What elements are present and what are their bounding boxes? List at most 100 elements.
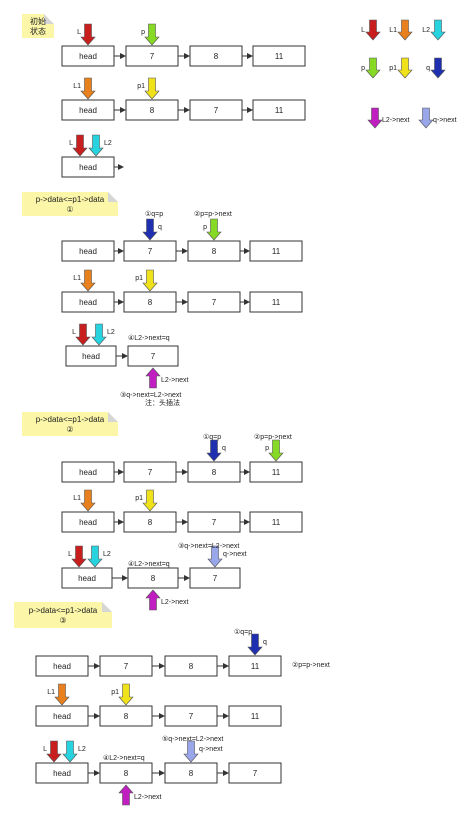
list-node-value: 8 xyxy=(148,298,153,307)
pointer-L2-arrow xyxy=(62,740,78,763)
list-node-value: 8 xyxy=(212,247,217,256)
legend-L2-next-arrow xyxy=(367,107,383,129)
list-node-value: 8 xyxy=(124,712,129,721)
step-annotation: ②p=p->next xyxy=(292,662,330,669)
pointer-label: L2->next xyxy=(134,794,161,801)
pointer-label: L2->next xyxy=(161,377,188,384)
note-text: p->data<=p1->data xyxy=(36,195,105,204)
step-annotation: 注：头插法 xyxy=(145,398,180,407)
node-link-head xyxy=(120,53,126,59)
pointer-p-arrow xyxy=(206,218,222,241)
node-link-head xyxy=(159,770,165,776)
node-link-head xyxy=(122,575,128,581)
node-link-head xyxy=(244,299,250,305)
legend-q-arrow xyxy=(430,57,446,79)
note-text: ② xyxy=(66,425,73,434)
list-node-value: 11 xyxy=(275,106,284,115)
list-node-value: 7 xyxy=(148,247,153,256)
list-node-value: head xyxy=(79,52,97,61)
list-node-value: 8 xyxy=(214,52,219,61)
list-node-value: 11 xyxy=(251,662,260,671)
list-node-value: 7 xyxy=(253,769,258,778)
node-link-head xyxy=(184,575,190,581)
node-link-head xyxy=(247,107,253,113)
node-link-head xyxy=(184,107,190,113)
pointer-q-arrow xyxy=(142,218,158,241)
pointer-label: L xyxy=(68,551,72,558)
legend-label: L2->next xyxy=(382,117,409,124)
step-annotation: ③q->next=L2->next xyxy=(178,542,239,550)
list-node-value: head xyxy=(79,298,97,307)
list-node-value: 11 xyxy=(272,247,281,256)
pointer-L-arrow xyxy=(80,23,96,46)
note-fold xyxy=(102,602,112,612)
list-node-value: head xyxy=(79,247,97,256)
list-node-value: 7 xyxy=(212,518,217,527)
pointer-label: p1 xyxy=(137,83,145,90)
list-node-value: 11 xyxy=(272,468,281,477)
section-1-list-3: head xyxy=(61,156,115,178)
node-link-head xyxy=(120,107,126,113)
pointer-q-next-arrow xyxy=(207,545,223,568)
list-node-value: 8 xyxy=(150,106,155,115)
list-node-value: 7 xyxy=(189,712,194,721)
pointer-label: L2 xyxy=(104,140,112,147)
node-link-head xyxy=(118,248,124,254)
list-node-value: 11 xyxy=(275,52,284,61)
legend-q-next-arrow xyxy=(418,107,434,129)
pointer-L2-arrow xyxy=(88,134,104,157)
node-link-head xyxy=(182,299,188,305)
node-link-head xyxy=(247,53,253,59)
legend-L-arrow xyxy=(365,19,381,41)
note-text: ③ xyxy=(59,616,66,625)
step-annotation: ②p=p->next xyxy=(194,211,232,218)
pointer-label: p xyxy=(141,29,145,36)
node-link-head xyxy=(244,248,250,254)
pointer-p1-arrow xyxy=(142,489,158,512)
pointer-q-arrow xyxy=(247,633,263,656)
pointer-label: q xyxy=(263,639,267,646)
legend-label: p xyxy=(361,65,365,72)
list-node-value: 7 xyxy=(151,352,156,361)
note-paper xyxy=(22,192,118,216)
note-fold xyxy=(44,14,54,24)
legend-label: L xyxy=(361,27,365,34)
legend-label: q xyxy=(426,65,430,72)
pointer-label: L xyxy=(77,29,81,36)
legend-L2-arrow xyxy=(430,19,446,41)
list-node-value: 8 xyxy=(148,518,153,527)
node-link-head xyxy=(94,713,100,719)
node-link-head xyxy=(223,713,229,719)
node-link-head xyxy=(182,248,188,254)
list-node-value: 8 xyxy=(189,769,194,778)
node-link-head xyxy=(223,663,229,669)
legend-label: q->next xyxy=(433,117,457,124)
list-node-value: 7 xyxy=(148,468,153,477)
legend-label: L2 xyxy=(422,27,430,34)
pointer-label: q->next xyxy=(199,746,223,753)
list-node-value: head xyxy=(79,468,97,477)
node-link-head xyxy=(223,770,229,776)
step-annotation: ②p=p->next xyxy=(254,434,292,441)
list-node-value: 7 xyxy=(150,52,155,61)
list-node-value: 7 xyxy=(212,298,217,307)
node-link-head xyxy=(182,519,188,525)
node-link-head xyxy=(118,469,124,475)
pointer-label: L1 xyxy=(47,689,55,696)
node-link-head xyxy=(122,353,128,359)
step-annotation: ①q=p xyxy=(234,628,252,636)
step-annotation: ③q->next=L2->next xyxy=(120,391,181,399)
node-link-head xyxy=(159,663,165,669)
pointer-label: L2 xyxy=(78,746,86,753)
pointer-label: L2 xyxy=(103,551,111,558)
